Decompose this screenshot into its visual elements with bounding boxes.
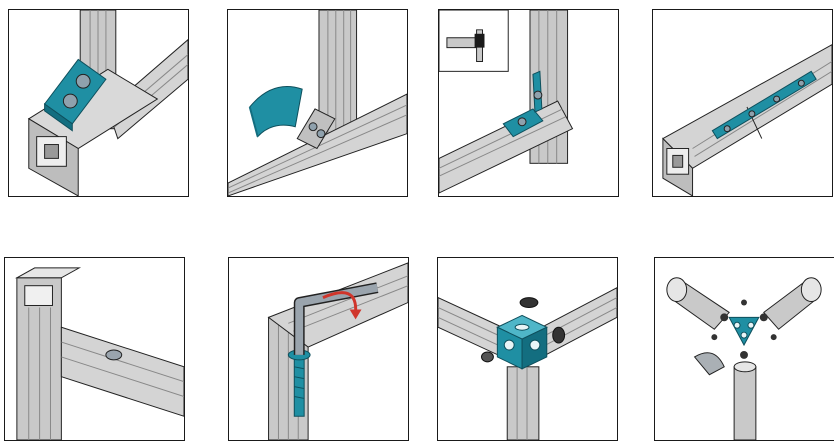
three-way-corner-connector-icon — [666, 277, 822, 440]
illustration-hex-key-screw — [228, 257, 409, 441]
illustration-bracket-cover — [227, 9, 408, 197]
illustration-slot-nut-joint — [438, 9, 619, 197]
bracket-cover-cap-icon — [228, 10, 407, 196]
t-joint-profile-icon — [14, 267, 184, 440]
straight-connector-icon — [662, 44, 832, 196]
illustration-cube-connector — [437, 257, 618, 441]
illustration-angle-bracket — [8, 9, 189, 197]
cube-connector-icon — [438, 287, 617, 440]
illustration-three-way-connector — [654, 257, 834, 441]
illustration-t-joint — [4, 257, 185, 441]
illustration-straight-connector — [652, 9, 833, 197]
hex-key-screw-icon — [267, 262, 408, 440]
slot-nut-joint-icon — [439, 10, 574, 194]
angle-bracket-corner-icon — [27, 10, 188, 196]
